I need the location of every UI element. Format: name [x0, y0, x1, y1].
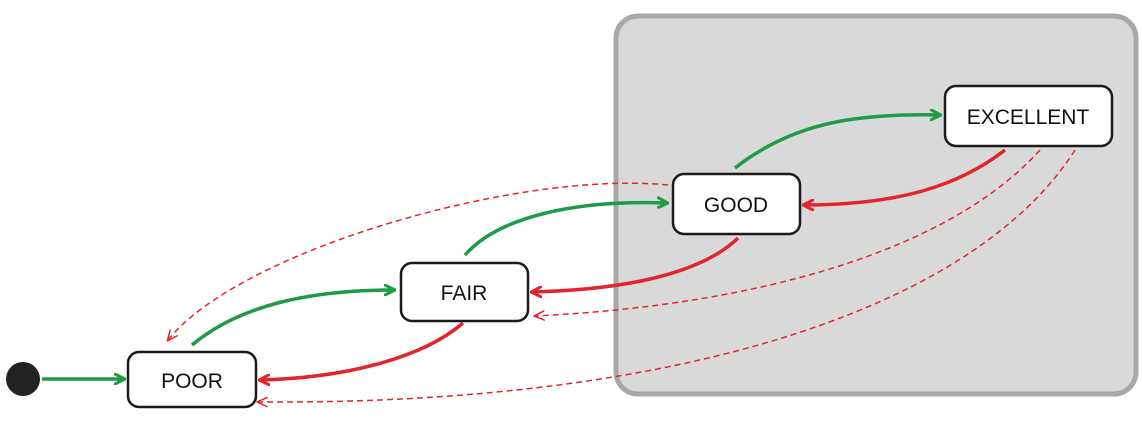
state-excellent-label: EXCELLENT: [967, 106, 1090, 129]
transition-good-to-excellent: [733, 115, 940, 170]
transition-excellent-to-poor: [256, 149, 1076, 408]
state-good: GOOD: [671, 172, 802, 236]
transition-good-to-poor: [166, 182, 669, 342]
transition-good-to-fair: [532, 236, 740, 292]
state-poor-label: POOR: [161, 370, 223, 393]
state-good-label: GOOD: [704, 194, 768, 217]
transition-excellent-to-fair: [533, 149, 1041, 321]
transition-fair-to-poor: [260, 321, 465, 380]
state-poor: POOR: [126, 350, 258, 409]
state-excellent: EXCELLENT: [943, 84, 1114, 148]
initial-state-dot: [6, 362, 40, 396]
transition-fair-to-good: [463, 203, 667, 257]
state-fair-label: FAIR: [441, 282, 488, 305]
transition-poor-to-fair: [190, 290, 394, 347]
transition-excellent-to-good: [804, 148, 1007, 205]
state-fair: FAIR: [399, 261, 530, 323]
